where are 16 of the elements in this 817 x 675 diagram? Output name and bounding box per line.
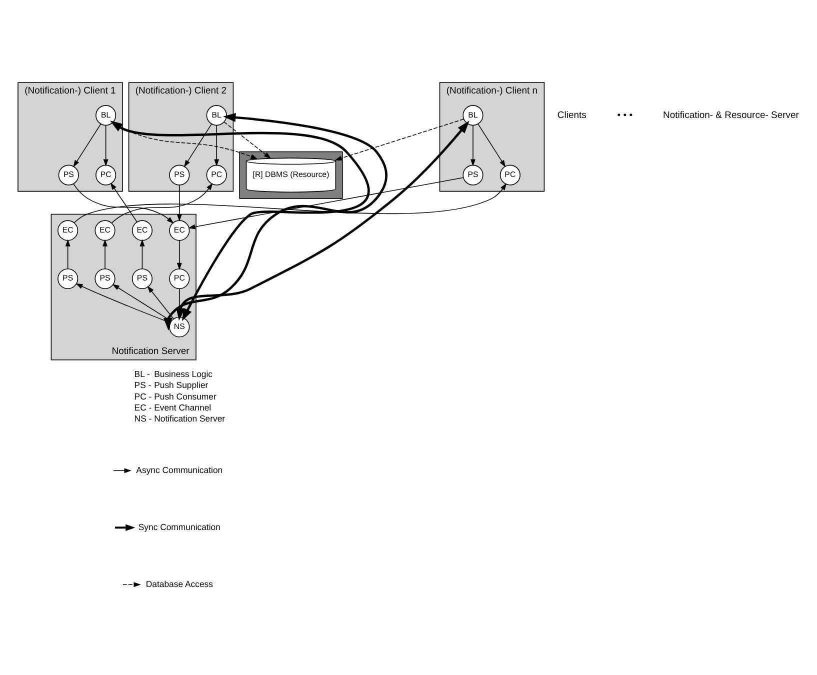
legend-label: Async Communication	[136, 464, 223, 475]
legend-label: Database Access	[146, 578, 213, 589]
label: PC -	[134, 391, 152, 402]
label: BL -	[134, 369, 150, 380]
label: NS -	[134, 413, 152, 424]
label: EC -	[134, 402, 152, 412]
label: Push Supplier	[154, 380, 208, 390]
label: Event Channel	[154, 402, 212, 412]
label: Notification- & Resource- Server	[662, 110, 799, 121]
label: Clients	[557, 110, 586, 121]
label: • • •	[617, 110, 633, 121]
label: Business Logic	[154, 369, 213, 380]
label: Push Consumer	[154, 391, 216, 402]
label: PS -	[134, 380, 152, 390]
label: Notification Server	[154, 413, 226, 424]
legend-label: Sync Communication	[138, 522, 220, 532]
